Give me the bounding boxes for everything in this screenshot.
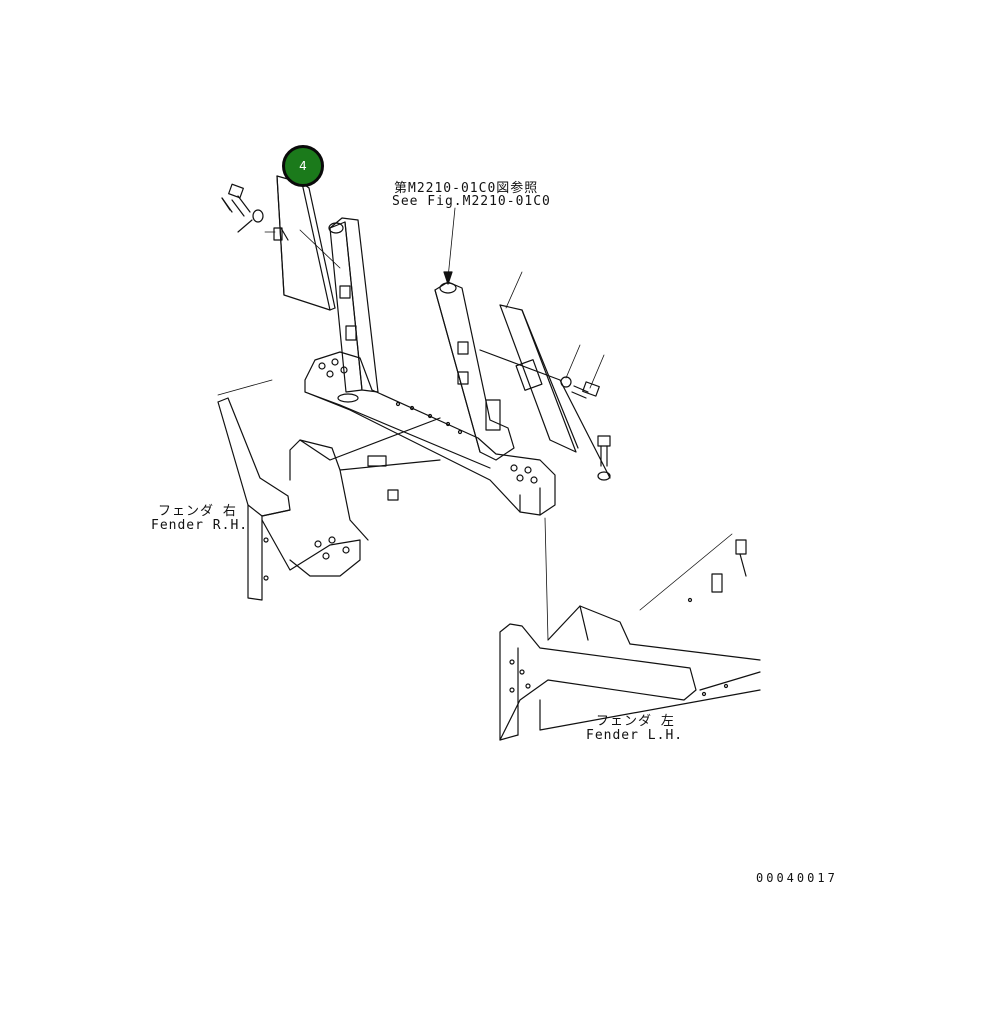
fender-rh [217, 397, 441, 601]
part-4-cover-plate [273, 175, 336, 311]
left-column [328, 217, 379, 393]
callout-number: 4 [299, 159, 307, 173]
figure-id: 00040017 [756, 871, 838, 885]
leader-lines [217, 207, 733, 611]
fender-rh-label-en: Fender R.H. [151, 518, 249, 533]
fender-lh-label-en: Fender L.H. [586, 728, 684, 743]
callout-part-4[interactable]: 4 [282, 145, 324, 187]
fender-lh-label-jp: フェンダ 左 [596, 714, 675, 729]
main-frame [304, 351, 556, 516]
right-cover-plate [479, 304, 611, 479]
fender-rh-label-jp: フェンダ 右 [158, 504, 237, 519]
ref-label-jp: 第M2210-01C0図参照 [394, 181, 539, 196]
connector-line [544, 517, 549, 641]
right-bolt-washer [560, 376, 611, 481]
right-column [434, 281, 515, 461]
part-4-bolt [221, 183, 264, 233]
fender-lh [499, 539, 761, 741]
ref-label-en: See Fig.M2210-01C0 [392, 194, 551, 209]
